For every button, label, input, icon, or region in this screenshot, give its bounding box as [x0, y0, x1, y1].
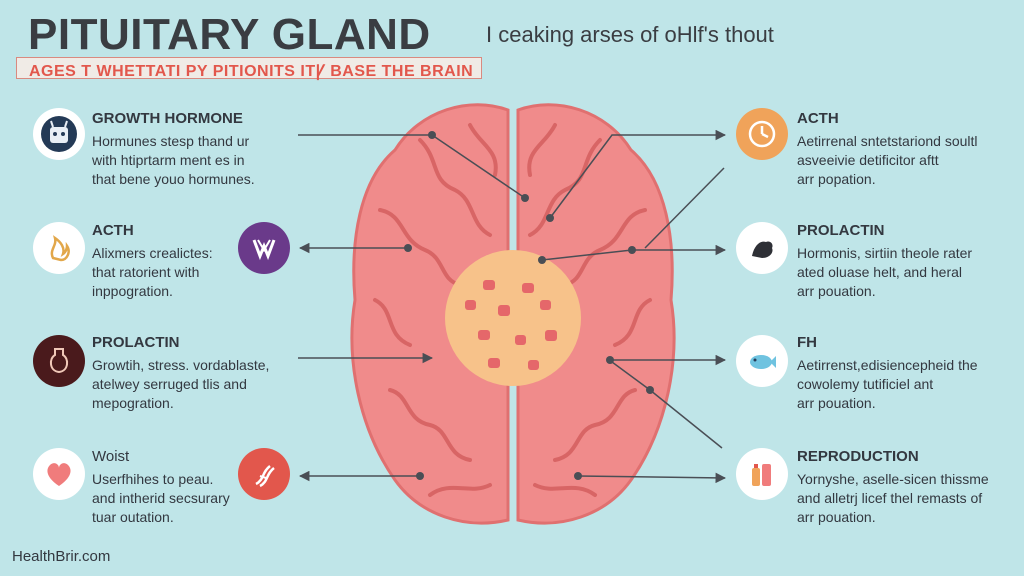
card-left-4: Woist Userfhihes to peau. and intherid s… [92, 448, 322, 527]
card-line: Hormonis, sirtiin theole rater [797, 245, 973, 261]
card-heading: ACTH [797, 110, 839, 127]
flame-icon [33, 222, 85, 274]
card-heading: ACTH [92, 222, 134, 239]
card-line: arr pouation. [797, 509, 876, 525]
card-line: and alletrj licef thel remasts of [797, 490, 983, 506]
card-heading: PROLACTIN [92, 334, 180, 351]
brain-folds [373, 123, 652, 497]
dna-icon [238, 448, 290, 500]
card-line: Alixmers crealictes: [92, 245, 213, 261]
card-heading: PROLACTIN [797, 222, 885, 239]
card-line: arr pouation. [797, 283, 876, 299]
card-right-4: REPRODUCTION Yornyshe, aselle-sicen this… [797, 448, 1024, 527]
card-heading: FH [797, 334, 817, 351]
card-line: that bene youo hormunes. [92, 171, 255, 187]
card-left-3: PROLACTIN Growtih, stress. vordablaste, … [92, 334, 322, 413]
card-line: that ratorient with [92, 264, 200, 280]
card-line: asveeivie detificitor aftt [797, 152, 939, 168]
banner-text: AGES T WHETTATI PY PITIONITS ITꝨ BASE TH… [29, 63, 474, 80]
card-line: mepogration. [92, 395, 174, 411]
card-heading: Woist [92, 448, 130, 465]
card-line: inppogration. [92, 283, 173, 299]
card-line: cowolemy tutificiel ant [797, 376, 934, 392]
robot-icon [33, 108, 85, 160]
heart-icon [33, 448, 85, 500]
card-line: tuar outation. [92, 509, 174, 525]
card-line: ated oluase helt, and heral [797, 264, 963, 280]
card-left-1: GROWTH HORMONE Hormunes stesp thand ur w… [92, 110, 322, 189]
bottles-icon [736, 448, 788, 500]
card-left-2: ACTH Alixmers crealictes: that ratorient… [92, 222, 322, 301]
card-line: Userfhihes to peau. [92, 471, 214, 487]
footer-site-name: HealthBrir.com [12, 548, 111, 565]
card-line: Growtih, stress. vordablaste, [92, 357, 270, 373]
card-right-1: ACTH Aetirrenal sntetstariond soultl asv… [797, 110, 1024, 189]
page-title: PITUITARY GLAND [28, 10, 431, 59]
fish-icon [736, 335, 788, 387]
card-line: Yornyshe, aselle-sicen thissme [797, 471, 989, 487]
banner: AGES T WHETTATI PY PITIONITS ITꝨ BASE TH… [16, 57, 482, 80]
card-line: Aetirrenal sntetstariond soultl [797, 133, 978, 149]
card-line: and intherid secsurary [92, 490, 230, 506]
card-right-3: FH Aetirrenst,edisiencepheid the cowolem… [797, 334, 1024, 413]
card-heading: GROWTH HORMONE [92, 110, 243, 127]
clock-icon [736, 108, 788, 160]
card-line: with htiprtarm ment es in [92, 152, 245, 168]
card-line: atelwey serruged tlis and [92, 376, 247, 392]
page-subtitle: I ceaking arses of oHlf's thout [486, 22, 774, 47]
hands-icon [238, 222, 290, 274]
card-line: Hormunes stesp thand ur [92, 133, 250, 149]
bird-icon [736, 222, 788, 274]
connector-dots [404, 131, 654, 480]
pituitary-gland [445, 250, 581, 386]
card-line: Aetirrenst,edisiencepheid the [797, 357, 978, 373]
card-heading: REPRODUCTION [797, 448, 919, 465]
card-line: arr popation. [797, 171, 876, 187]
connector-lines [298, 129, 727, 484]
card-right-2: PROLACTIN Hormonis, sirtiin theole rater… [797, 222, 1024, 301]
bottle-icon [33, 335, 85, 387]
gland-spots [465, 280, 557, 370]
card-line: arr pouation. [797, 395, 876, 411]
